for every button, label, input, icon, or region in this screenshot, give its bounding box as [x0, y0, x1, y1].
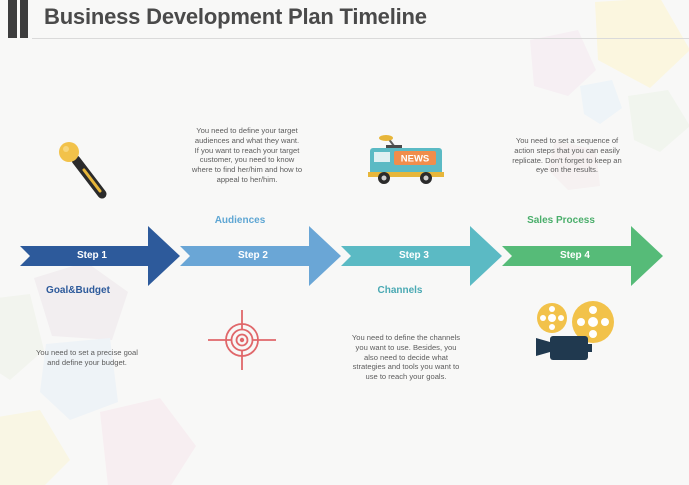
sales-process-description: You need to set a sequence of action ste…	[512, 136, 622, 175]
news-van-icon: NEWS	[368, 135, 444, 184]
audiences-description: You need to define your target audiences…	[191, 126, 303, 184]
bg-pentagon	[580, 80, 622, 124]
bg-pentagon	[548, 140, 600, 190]
bg-pentagon	[100, 398, 196, 485]
goal-budget-heading: Goal&Budget	[46, 285, 110, 296]
title-accent-bar	[8, 0, 17, 38]
bg-pentagon	[628, 90, 689, 152]
goal-budget-description: You need to set a precise goal and defin…	[36, 348, 138, 367]
microphone-icon	[59, 142, 107, 199]
channels-description: You need to define the channels you want…	[351, 333, 461, 382]
sales-process-heading: Sales Process	[527, 215, 595, 226]
bg-pentagon	[595, 0, 689, 88]
audiences-heading: Audiences	[214, 215, 266, 226]
step-4-arrow	[502, 226, 663, 286]
step-2-label: Step 2	[237, 250, 268, 261]
step-2-arrow	[180, 226, 341, 286]
page-title: Business Development Plan Timeline	[44, 4, 427, 29]
step-4-label: Step 4	[559, 250, 590, 261]
channels-heading: Channels	[377, 285, 423, 296]
bg-pentagon	[0, 410, 70, 485]
bg-pentagon	[0, 294, 44, 380]
target-icon	[208, 310, 276, 370]
bg-pentagon	[530, 30, 596, 96]
step-1-label: Step 1	[76, 250, 107, 261]
step-3-label: Step 3	[398, 250, 429, 261]
film-camera-icon	[536, 301, 614, 360]
bg-pentagon	[34, 262, 128, 340]
step-3-arrow	[341, 226, 502, 286]
bg-pentagon	[40, 338, 118, 420]
title-accent-bar	[20, 0, 28, 38]
step-1-arrow	[20, 226, 180, 286]
news-sign-text: NEWS	[401, 154, 430, 165]
title-divider	[32, 38, 689, 39]
